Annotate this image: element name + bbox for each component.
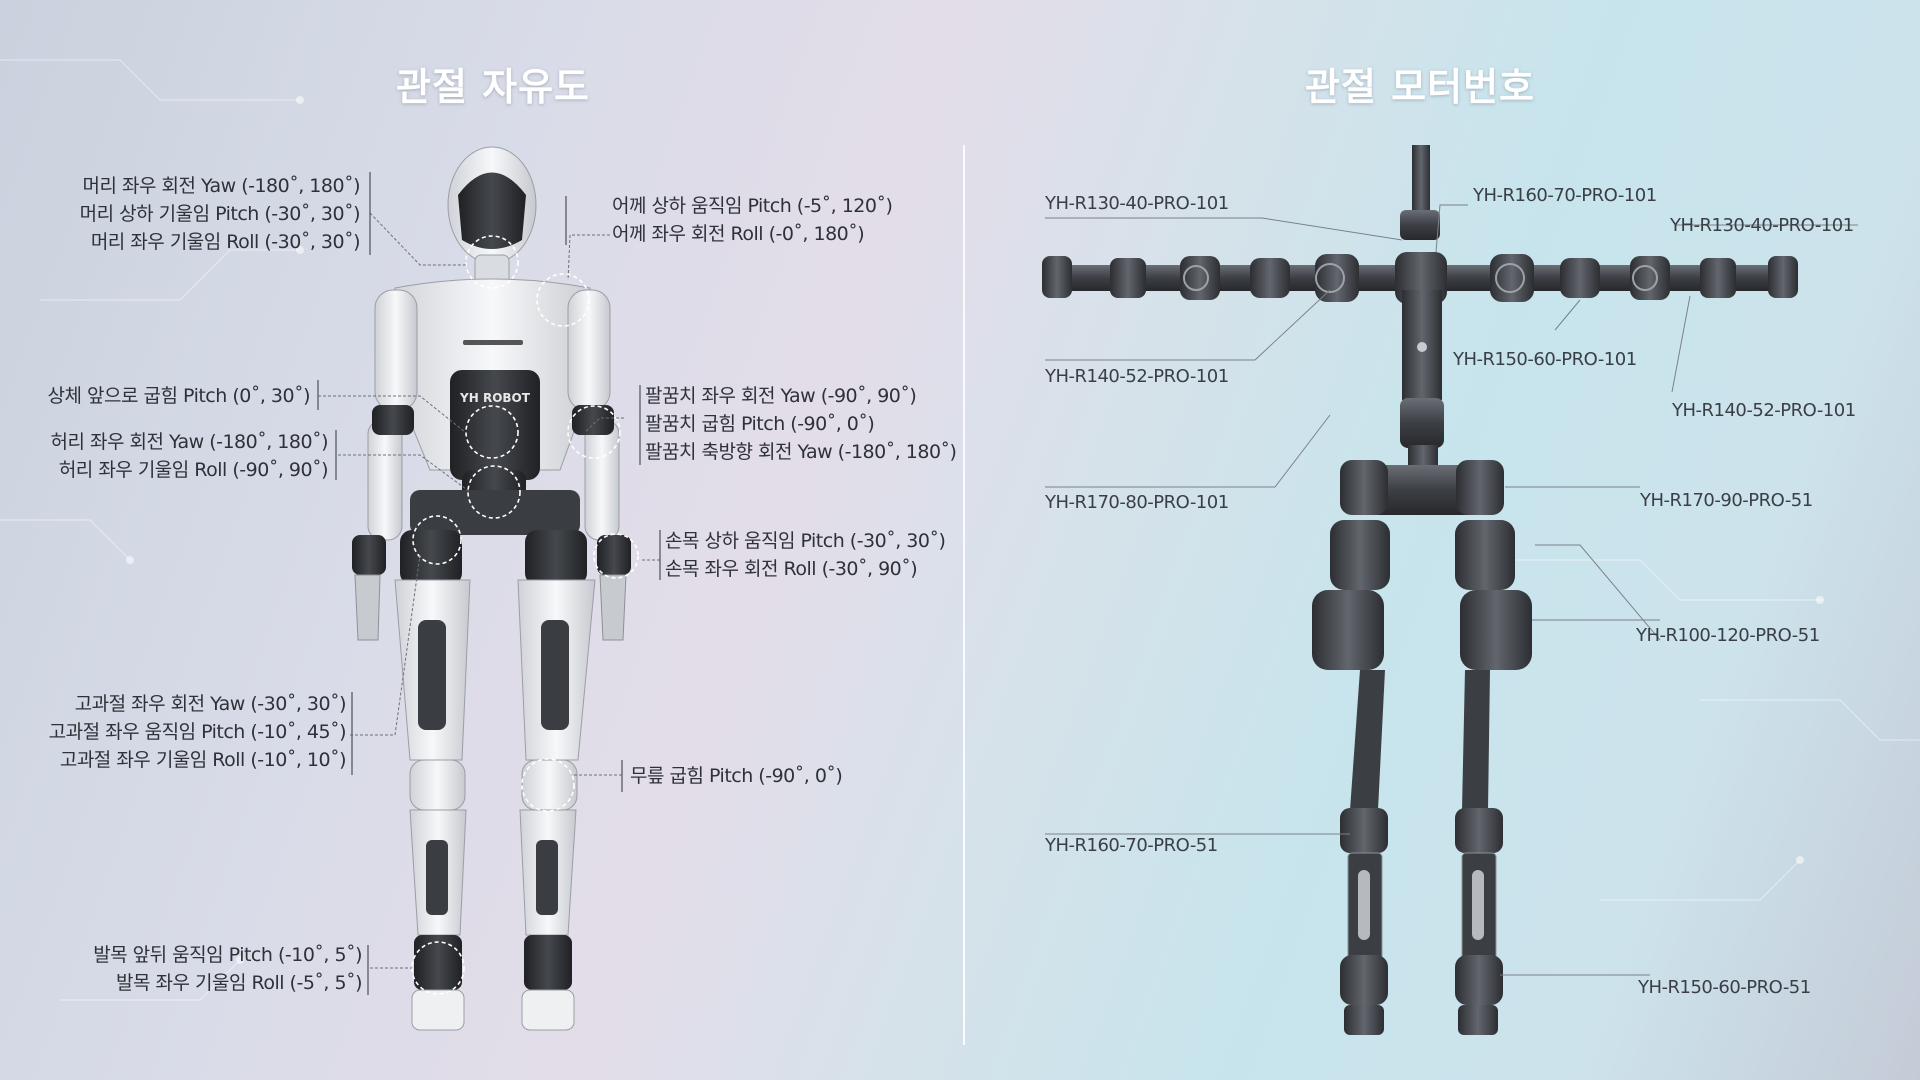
- motor-number-title: 관절 모터번호: [1305, 65, 1535, 109]
- head-yaw-label: 머리 좌우 회전 Yaw (-180˚, 180˚): [82, 175, 360, 197]
- head-roll-label: 머리 좌우 기울임 Roll (-30˚, 30˚): [90, 231, 361, 253]
- waist-roll-label: 허리 좌우 기울임 Roll (-90˚, 90˚): [58, 459, 329, 481]
- motor-code-shoulder-left: YH-R140-52-PRO-101: [1045, 366, 1229, 387]
- torso-pitch-label: 상체 앞으로 굽힘 Pitch (0˚, 30˚): [47, 385, 311, 407]
- waist-yaw-label: 허리 좌우 회전 Yaw (-180˚, 180˚): [50, 431, 328, 453]
- hip-dof-labels: 고과절 좌우 회전 Yaw (-30˚, 30˚) 고과절 좌우 움직임 Pit…: [40, 690, 347, 774]
- ankle-roll-label: 발목 좌우 기울임 Roll (-5˚, 5˚): [116, 972, 363, 994]
- motor-code-neck: YH-R130-40-PRO-101: [1045, 193, 1229, 214]
- elbow-pitch-label: 팔꿈치 굽힘 Pitch (-90˚, 0˚): [645, 413, 875, 435]
- waist-dof-labels: 허리 좌우 회전 Yaw (-180˚, 180˚) 허리 좌우 기울임 Rol…: [30, 428, 328, 484]
- dof-title: 관절 자유도: [395, 65, 591, 109]
- wrist-dof-labels: 손목 상하 움직임 Pitch (-30˚, 30˚) 손목 좌우 회전 Rol…: [665, 527, 946, 583]
- shoulder-dof-labels: 어께 상하 움직임 Pitch (-5˚, 120˚) 어께 좌우 회전 Rol…: [612, 192, 893, 248]
- robot-head: [447, 146, 537, 286]
- hip-pitch-label: 고과절 좌우 움직임 Pitch (-10˚, 45˚): [48, 721, 347, 743]
- elbow-axial-yaw-label: 팔꿈치 축방향 회전 Yaw (-180˚, 180˚): [645, 441, 957, 463]
- motor-code-upper-arm-left: YH-R160-70-PRO-101: [1473, 185, 1657, 206]
- knee-pitch-label: 무릎 굽힘 Pitch (-90˚, 0˚): [630, 765, 843, 787]
- motor-code-thigh-right: YH-R100-120-PRO-51: [1636, 625, 1820, 646]
- elbow-yaw-label: 팔꿈치 좌우 회전 Yaw (-90˚, 90˚): [645, 385, 917, 407]
- motor-code-waist: YH-R170-80-PRO-101: [1045, 492, 1229, 513]
- ankle-pitch-label: 발목 앞뒤 움직임 Pitch (-10˚, 5˚): [93, 944, 362, 966]
- elbow-dof-labels: 팔꿈치 좌우 회전 Yaw (-90˚, 90˚) 팔꿈치 굽힘 Pitch (…: [645, 382, 957, 466]
- motor-code-hip-right: YH-R170-90-PRO-51: [1640, 490, 1813, 511]
- head-dof-labels: 머리 좌우 회전 Yaw (-180˚, 180˚) 머리 상하 기울임 Pit…: [70, 172, 361, 256]
- motor-code-wrist-right: YH-R130-40-PRO-101: [1670, 215, 1854, 236]
- ankle-dof-labels: 발목 앞뒤 움직임 Pitch (-10˚, 5˚) 발목 좌우 기울임 Rol…: [80, 941, 362, 997]
- center-divider: [963, 145, 965, 1045]
- wrist-roll-label: 손목 좌우 회전 Roll (-30˚, 90˚): [665, 558, 918, 580]
- motor-code-forearm-right: YH-R140-52-PRO-101: [1672, 400, 1856, 421]
- shoulder-roll-label: 어께 좌우 회전 Roll (-0˚, 180˚): [612, 223, 865, 245]
- robot-chest-label: YH ROBOT: [459, 391, 531, 405]
- torso-dof-labels: 상체 앞으로 굽힘 Pitch (0˚, 30˚): [30, 382, 311, 410]
- head-pitch-label: 머리 상하 기울임 Pitch (-30˚, 30˚): [79, 203, 361, 225]
- motor-code-elbow-right: YH-R150-60-PRO-101: [1453, 349, 1637, 370]
- shoulder-pitch-label: 어께 상하 움직임 Pitch (-5˚, 120˚): [612, 195, 893, 217]
- motor-code-knee-left: YH-R160-70-PRO-51: [1045, 835, 1218, 856]
- wrist-pitch-label: 손목 상하 움직임 Pitch (-30˚, 30˚): [665, 530, 946, 552]
- motor-code-ankle-right: YH-R150-60-PRO-51: [1638, 977, 1811, 998]
- knee-dof-labels: 무릎 굽힘 Pitch (-90˚, 0˚): [630, 762, 843, 790]
- hip-roll-label: 고과절 좌우 기울임 Roll (-10˚, 10˚): [59, 749, 347, 771]
- hip-yaw-label: 고과절 좌우 회전 Yaw (-30˚, 30˚): [74, 693, 347, 715]
